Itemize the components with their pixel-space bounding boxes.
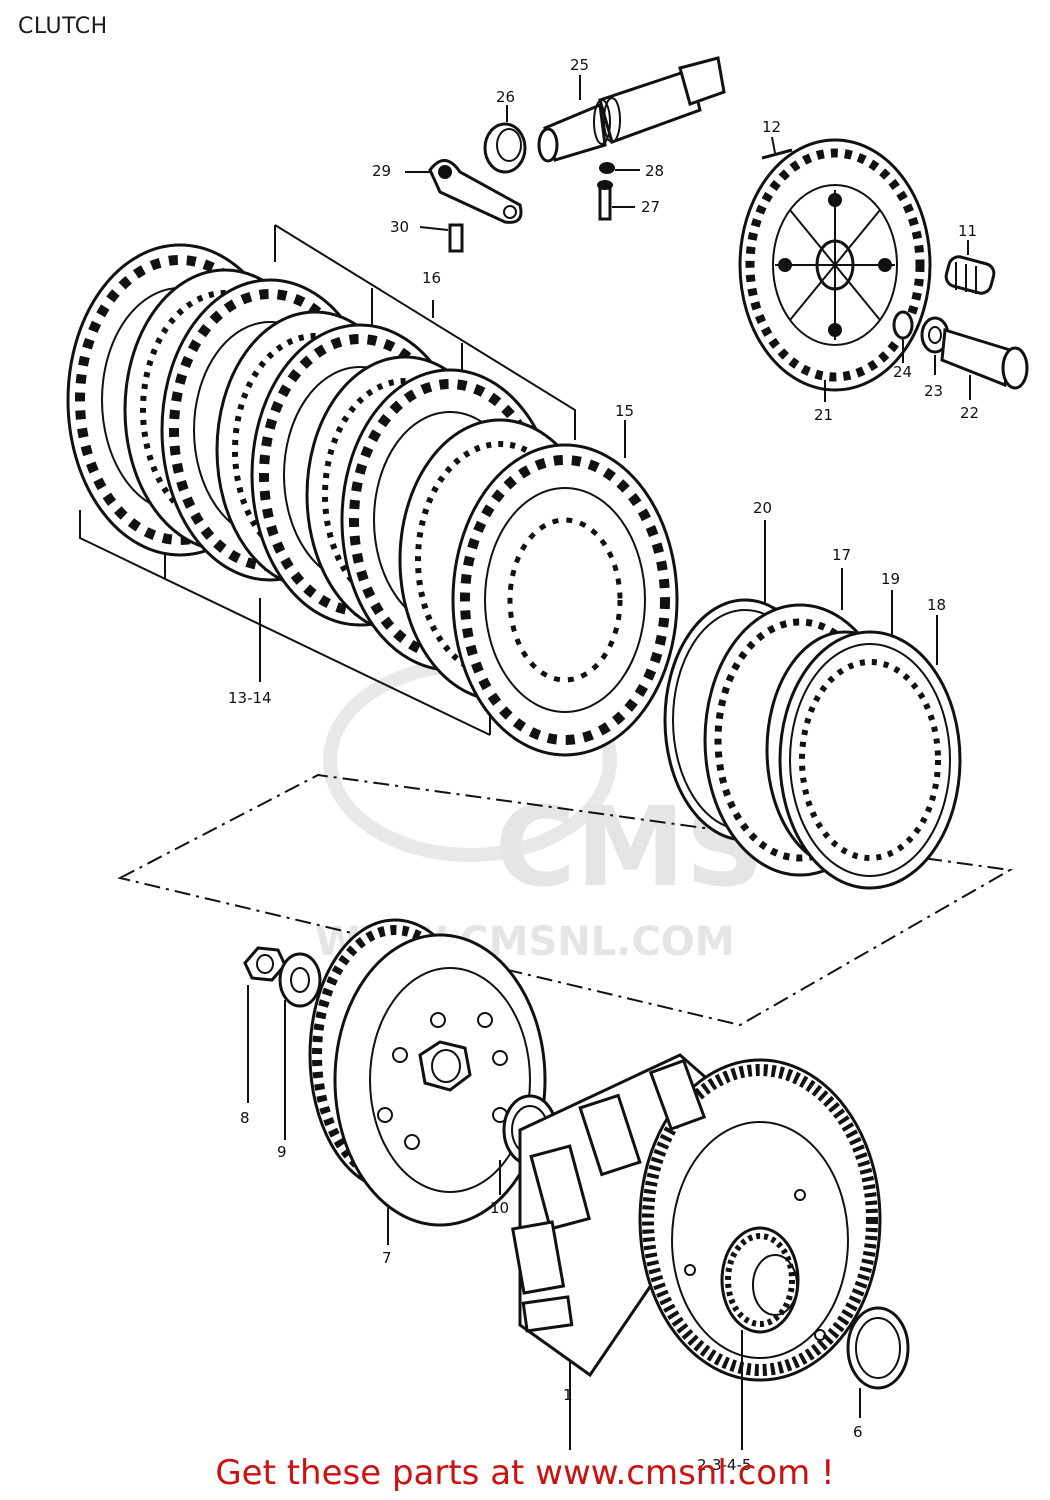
push-piece-22 bbox=[940, 328, 1029, 390]
part-label-6: 6 bbox=[853, 1423, 863, 1441]
clutch-housing-assembly bbox=[511, 1053, 910, 1390]
leader-lines bbox=[247, 75, 971, 1450]
part-label-19: 19 bbox=[881, 570, 900, 588]
plate-group-brackets bbox=[79, 224, 576, 736]
pin-12 bbox=[761, 148, 793, 160]
part-label-24: 24 bbox=[893, 363, 912, 381]
part-label-9: 9 bbox=[277, 1143, 287, 1161]
release-shaft bbox=[537, 56, 726, 163]
part-label-29: 29 bbox=[372, 162, 391, 180]
alignment-dashed-box bbox=[117, 773, 1014, 1027]
part-label-22: 22 bbox=[960, 404, 979, 422]
drive-plate-15 bbox=[451, 443, 679, 757]
part-label-7: 7 bbox=[382, 1249, 392, 1267]
bolt-30 bbox=[448, 223, 464, 253]
part-label-20: 20 bbox=[753, 499, 772, 517]
part-label-30: 30 bbox=[390, 218, 409, 236]
part-label-13-14: 13-14 bbox=[228, 689, 272, 707]
release-arm bbox=[428, 159, 523, 224]
spacer-6 bbox=[846, 1306, 910, 1390]
part-label-27: 27 bbox=[641, 198, 660, 216]
promo-link[interactable]: Get these parts at www.cmsnl.com ! bbox=[215, 1453, 835, 1493]
part-labels: 25 26 29 28 27 30 12 11 16 15 24 23 22 2… bbox=[228, 56, 979, 1474]
part-label-8: 8 bbox=[240, 1109, 250, 1127]
part-label-10: 10 bbox=[490, 1199, 509, 1217]
oil-seal bbox=[483, 122, 527, 174]
part-label-23: 23 bbox=[924, 382, 943, 400]
screw-27 bbox=[597, 180, 613, 221]
pressure-plate bbox=[738, 138, 932, 392]
clutch-hub-assembly bbox=[243, 918, 558, 1227]
part-label-17: 17 bbox=[832, 546, 851, 564]
part-label-12: 12 bbox=[762, 118, 781, 136]
ring-18 bbox=[778, 630, 962, 890]
part-label-18: 18 bbox=[927, 596, 946, 614]
part-label-15: 15 bbox=[615, 402, 634, 420]
part-label-2-3-4-5: 2-3-4-5 bbox=[697, 1456, 751, 1474]
clutch-housing-1 bbox=[511, 1053, 882, 1382]
washer-28 bbox=[599, 162, 615, 174]
primary-drive-hub-2-5 bbox=[720, 1226, 800, 1334]
clutch-spring-11 bbox=[944, 255, 996, 295]
part-label-28: 28 bbox=[645, 162, 664, 180]
part-label-25: 25 bbox=[570, 56, 589, 74]
release-mechanism bbox=[428, 56, 726, 253]
washer-24 bbox=[892, 310, 914, 340]
part-label-16: 16 bbox=[422, 269, 441, 287]
clutch-spring-rings bbox=[663, 598, 962, 890]
part-label-11: 11 bbox=[958, 222, 977, 240]
clutch-plate-stack bbox=[66, 243, 679, 757]
pressure-plate-assembly bbox=[738, 138, 1029, 392]
washer-9 bbox=[278, 952, 322, 1008]
page-title: CLUTCH bbox=[18, 14, 108, 39]
promo-link-bar[interactable]: Get these parts at www.cmsnl.com ! bbox=[0, 1453, 1050, 1493]
part-label-21: 21 bbox=[814, 406, 833, 424]
sleeve-hub-7 bbox=[308, 918, 547, 1227]
part-label-26: 26 bbox=[496, 88, 515, 106]
part-label-1: 1 bbox=[563, 1386, 573, 1404]
